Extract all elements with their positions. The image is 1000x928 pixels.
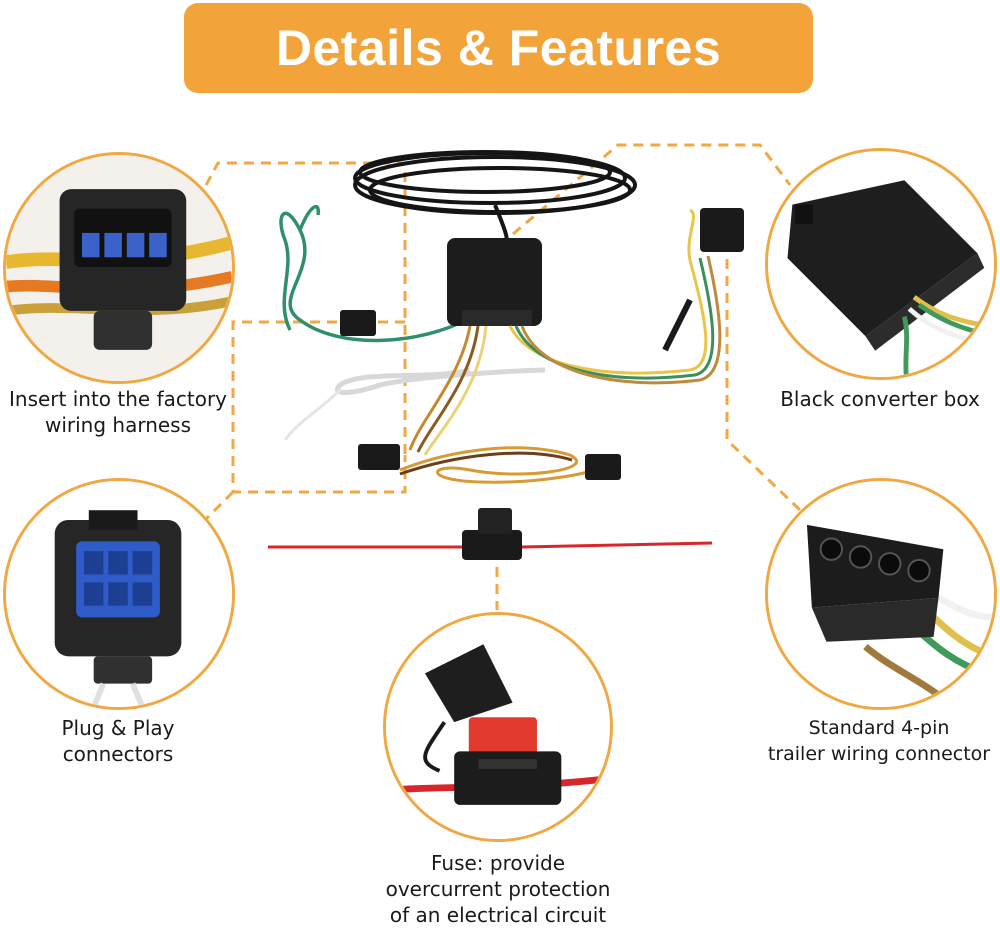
coiled-cable-icon — [353, 150, 637, 251]
green-wire-icon — [279, 204, 471, 343]
caption-line: Fuse: provide — [430, 851, 565, 875]
four-pin-connector-icon — [768, 481, 994, 707]
caption-line: trailer wiring connector — [767, 743, 991, 765]
caption-line: of an electrical circuit — [389, 903, 607, 927]
caption-line: Standard 4-pin — [808, 717, 950, 739]
caption-line: overcurrent protection — [385, 877, 611, 901]
caption-line: Black converter box — [780, 387, 980, 411]
header-banner: Details & Features — [184, 3, 813, 93]
caption-fuse: Fuse: provide overcurrent protection of … — [368, 850, 628, 928]
feature-circle-four-pin — [765, 478, 997, 710]
feature-circle-fuse — [383, 612, 613, 842]
page-title: Details & Features — [275, 20, 722, 76]
harness-bundle-icon — [399, 208, 722, 484]
caption-line: Plug & Play — [61, 716, 175, 740]
feature-circle-factory-harness — [3, 152, 235, 384]
caption-plug-play: Plug & Play connectors — [0, 715, 236, 767]
center-converter-box-icon — [447, 238, 542, 326]
feature-circle-plug-play — [3, 478, 235, 710]
converter-box-icon — [768, 151, 994, 377]
caption-factory-harness: Insert into the factory wiring harness — [0, 386, 236, 438]
caption-line: wiring harness — [44, 413, 192, 437]
feature-circle-converter-box — [765, 148, 997, 380]
fuse-holder-icon — [386, 615, 610, 839]
white-wire-icon — [335, 367, 546, 395]
caption-four-pin: Standard 4-pin trailer wiring connector — [758, 715, 1000, 767]
caption-line: Insert into the factory — [9, 387, 227, 411]
blue-plug-icon — [6, 481, 232, 707]
small-fuse-holder-icon — [462, 530, 522, 560]
harness-connector-icon — [6, 155, 232, 381]
caption-line: connectors — [62, 742, 174, 766]
caption-converter-box: Black converter box — [760, 386, 1000, 412]
